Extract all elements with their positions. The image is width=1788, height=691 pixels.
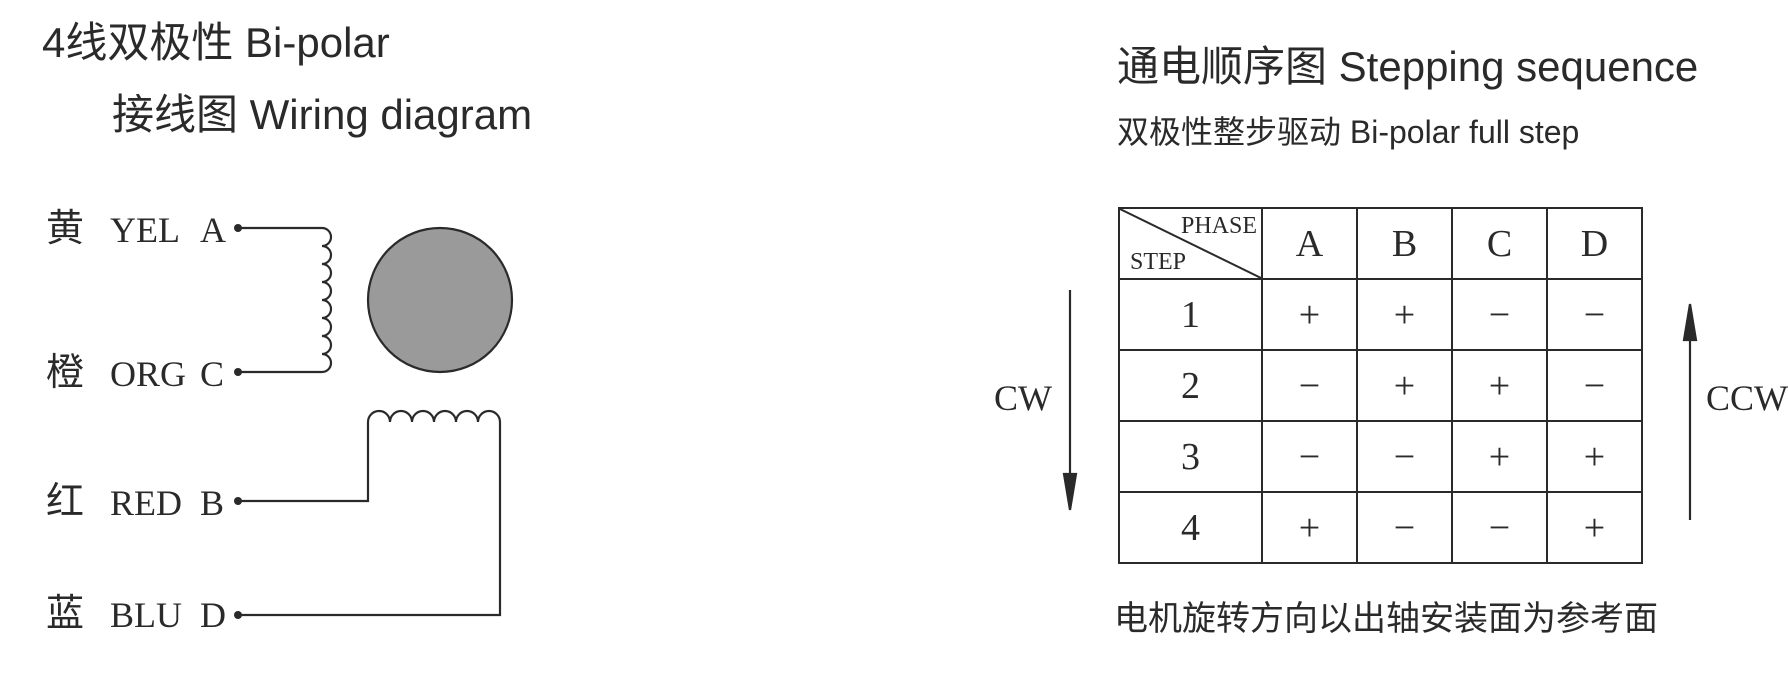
stepping-sequence-table: PHASE STEP A B C D 1 + + − − 2 − + + − 3…: [1118, 207, 1643, 564]
coil-ac: [321, 226, 333, 374]
wire-label-red-cn: 红: [46, 481, 85, 523]
wire-b: [240, 422, 370, 503]
phase-value-cell: −: [1546, 349, 1643, 422]
phase-value-cell: +: [1261, 278, 1358, 351]
phase-value-cell: −: [1356, 491, 1453, 564]
phase-header-c: C: [1451, 207, 1548, 280]
sequence-title: 通电顺序图 Stepping sequence: [1117, 43, 1699, 90]
table-corner-cell: PHASE STEP: [1118, 207, 1263, 280]
phase-value-cell: −: [1451, 491, 1548, 564]
sequence-subtitle: 双极性整步驱动 Bi-polar full step: [1117, 114, 1580, 150]
wire-label-yel-cn: 黄: [46, 208, 85, 250]
table-row: 1 + + − −: [1118, 278, 1643, 351]
phase-value-cell: +: [1546, 420, 1643, 493]
step-cell: 1: [1118, 278, 1263, 351]
phase-header-b: B: [1356, 207, 1453, 280]
phase-value-cell: −: [1261, 420, 1358, 493]
phase-value-cell: −: [1451, 278, 1548, 351]
wiring-subtitle: 接线图 Wiring diagram: [112, 91, 533, 138]
table-row: 3 − − + +: [1118, 420, 1643, 493]
terminal-dot-a: [234, 224, 242, 232]
corner-diagonal: [1120, 209, 1261, 278]
cw-label: CW: [994, 378, 1052, 418]
coil-bd: [366, 409, 502, 423]
phase-header-d: D: [1546, 207, 1643, 280]
rotor-circle: [366, 226, 514, 374]
rotation-note: 电机旋转方向以出轴安装面为参考面: [1114, 600, 1658, 638]
wire-label-blu-code: BLU: [110, 595, 182, 635]
wiring-title: 4线双极性 Bi-polar: [42, 19, 390, 66]
wire-label-blu-cn: 蓝: [46, 593, 85, 635]
wire-label-red-code: RED: [110, 483, 182, 523]
terminal-dot-c: [234, 368, 242, 376]
table-row: 2 − + + −: [1118, 349, 1643, 422]
wire-terminal-c: C: [200, 354, 225, 394]
wire-terminal-a: A: [200, 210, 226, 250]
phase-value-cell: +: [1546, 491, 1643, 564]
terminal-dot-b: [234, 497, 242, 505]
phase-value-cell: −: [1546, 278, 1643, 351]
phase-value-cell: −: [1356, 420, 1453, 493]
wire-label-org-cn: 橙: [46, 352, 85, 394]
wire-terminal-b: B: [200, 483, 225, 523]
ccw-arrow-head: [1682, 303, 1698, 342]
corner-step-label: STEP: [1130, 249, 1187, 275]
terminal-dot-d: [234, 611, 242, 619]
phase-value-cell: +: [1356, 278, 1453, 351]
step-cell: 3: [1118, 420, 1263, 493]
phase-value-cell: −: [1261, 349, 1358, 422]
wire-terminal-d: D: [200, 595, 226, 635]
phase-value-cell: +: [1261, 491, 1358, 564]
corner-phase-label: PHASE: [1180, 213, 1257, 239]
wire-label-org-code: ORG: [110, 354, 187, 394]
phase-value-cell: +: [1451, 420, 1548, 493]
wire-d: [240, 422, 502, 617]
step-cell: 4: [1118, 491, 1263, 564]
step-cell: 2: [1118, 349, 1263, 422]
table-row: 4 + − − +: [1118, 491, 1643, 564]
phase-header-a: A: [1261, 207, 1358, 280]
ccw-label: CCW: [1706, 378, 1788, 418]
phase-value-cell: +: [1356, 349, 1453, 422]
wire-label-yel-code: YEL: [110, 210, 180, 250]
table-header-row: PHASE STEP A B C D: [1118, 207, 1643, 280]
cw-arrow-head: [1062, 472, 1078, 511]
phase-value-cell: +: [1451, 349, 1548, 422]
